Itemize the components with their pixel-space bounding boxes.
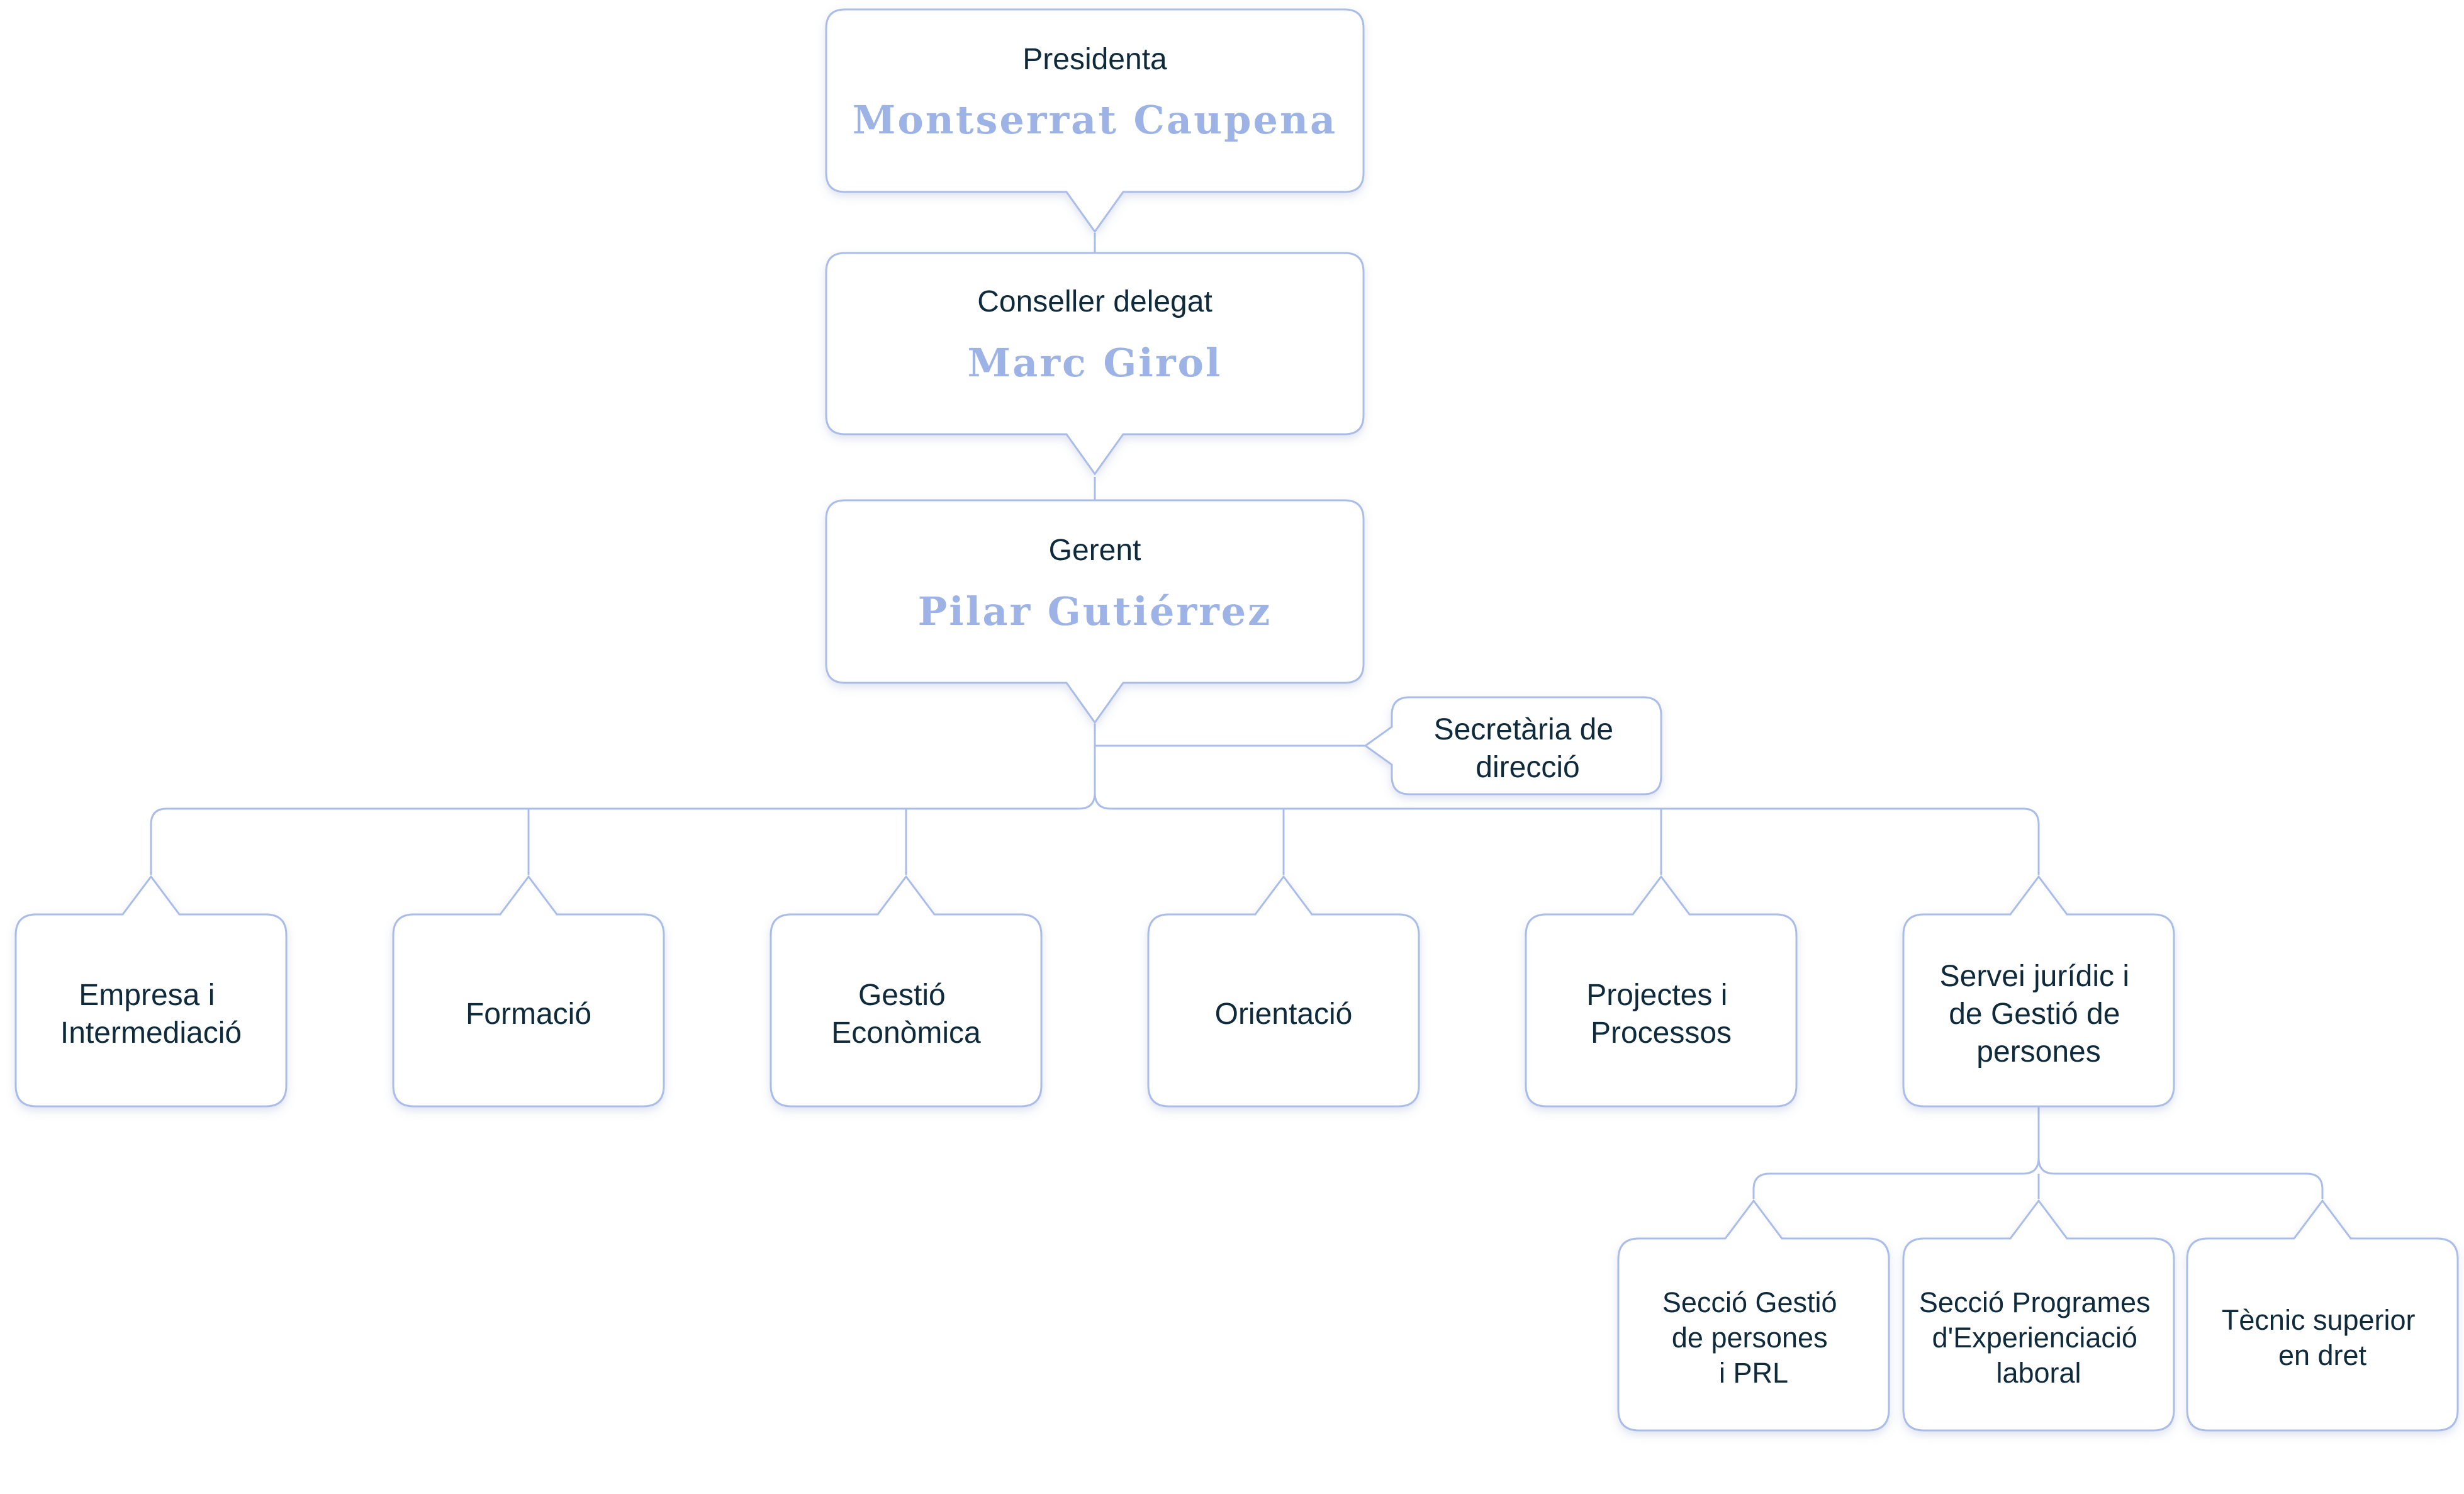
node-secretary: Secretària de direcció xyxy=(1364,696,1662,795)
manager-name: Pilar Gutiérrez xyxy=(918,588,1272,634)
president-name: Montserrat Caupena xyxy=(853,97,1337,143)
secretary-label: Secretària de direcció xyxy=(1434,713,1622,784)
node-manager: Gerent Pilar Gutiérrez xyxy=(825,499,1365,724)
node-subsection-3: Tècnic superior en dret xyxy=(2186,1199,2459,1432)
manager-role: Gerent xyxy=(1049,534,1141,567)
node-department-5: Projectes i Processos xyxy=(1525,875,1798,1108)
secretary-line-1: Secretària de xyxy=(1434,713,1614,746)
department-label: Servei jurídic i de Gestió de persones xyxy=(1940,960,2138,1069)
subsection-label: Secció Gestió de persones i PRL xyxy=(1662,1286,1845,1389)
subsection-label: Tècnic superior en dret xyxy=(2222,1304,2423,1371)
department-label: Orientació xyxy=(1215,997,1353,1031)
node-president: Presidenta Montserrat Caupena xyxy=(825,8,1365,233)
department-label: Formació xyxy=(466,997,591,1031)
department-label: Gestió Econòmica xyxy=(831,979,981,1050)
node-department-3: Gestió Econòmica xyxy=(770,875,1043,1108)
secretary-line-2: direcció xyxy=(1476,751,1579,784)
node-subsection-2: Secció Programes d'Experienciació labora… xyxy=(1902,1199,2175,1432)
department-label: Projectes i Processos xyxy=(1586,979,1735,1050)
node-delegate: Conseller delegat Marc Girol xyxy=(825,252,1365,476)
node-department-2: Formació xyxy=(392,875,665,1108)
delegate-name: Marc Girol xyxy=(968,340,1223,386)
node-department-6: Servei jurídic i de Gestió de persones xyxy=(1902,875,2175,1108)
node-department-1: Empresa i Intermediació xyxy=(14,875,288,1108)
delegate-role: Conseller delegat xyxy=(977,285,1212,318)
department-label: Empresa i Intermediació xyxy=(60,979,242,1050)
node-subsection-1: Secció Gestió de persones i PRL xyxy=(1617,1199,1890,1432)
node-department-4: Orientació xyxy=(1147,875,1420,1108)
connector-lines xyxy=(150,233,2324,1199)
subsection-label: Secció Programes d'Experienciació labora… xyxy=(1919,1286,2158,1389)
president-role: Presidenta xyxy=(1022,43,1167,76)
